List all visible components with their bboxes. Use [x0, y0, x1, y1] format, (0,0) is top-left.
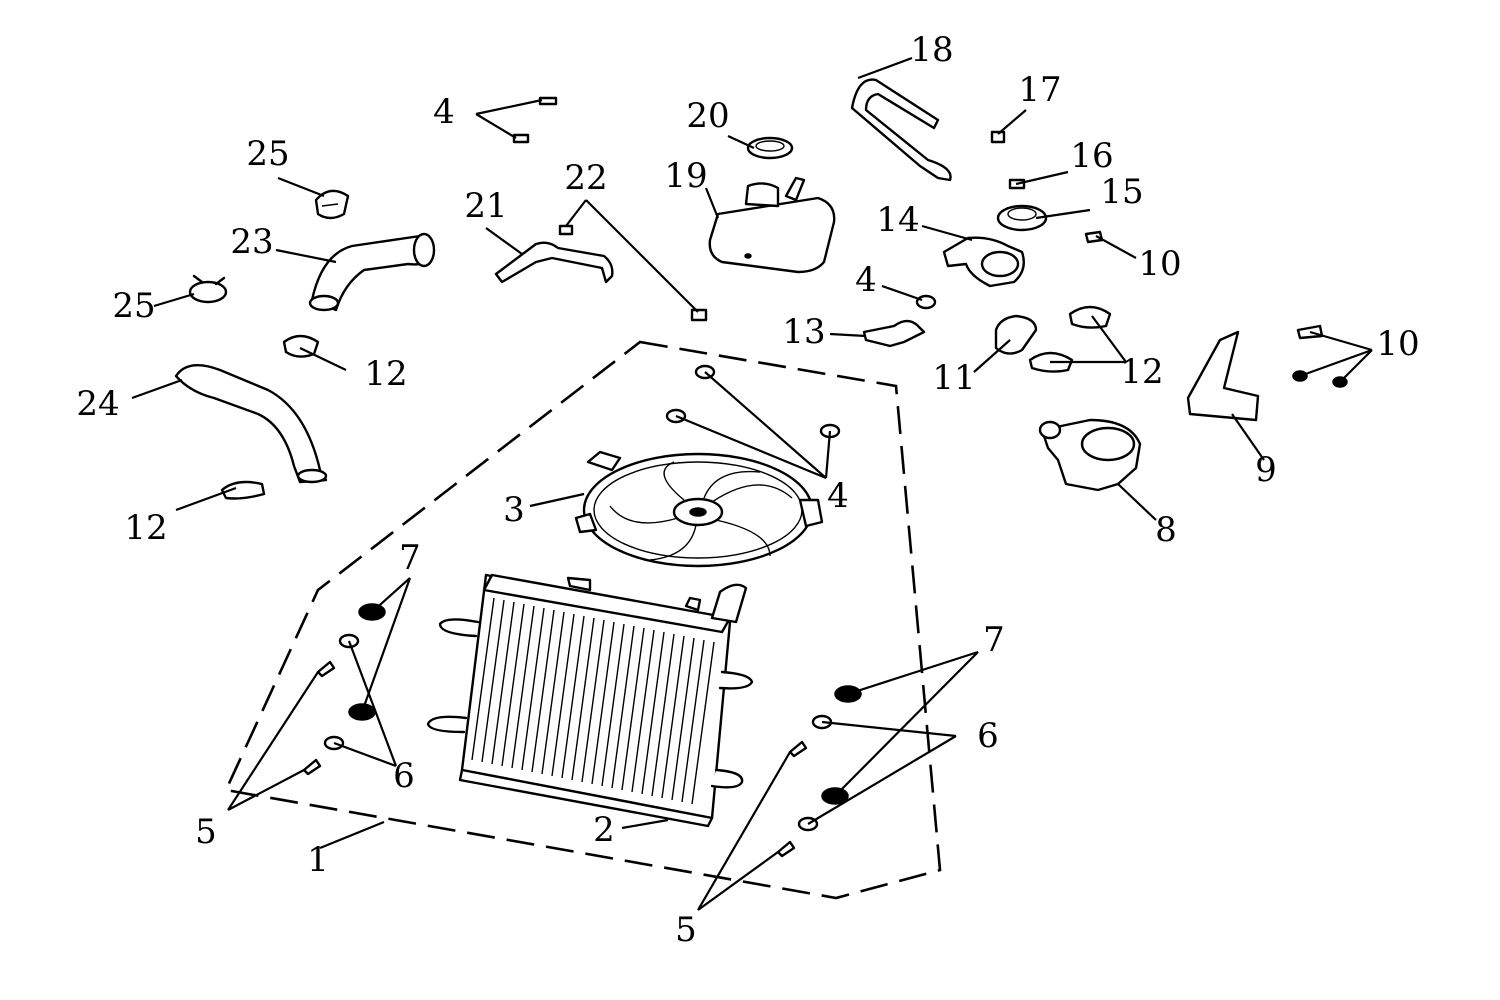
- callout-20: 20: [686, 96, 729, 136]
- overflow-pipe-18: [850, 78, 952, 182]
- callout-3: 3: [503, 490, 525, 530]
- cooling-fan-part: [574, 450, 824, 568]
- callout-15: 15: [1100, 172, 1143, 212]
- callout-10: 10: [1138, 244, 1181, 284]
- hose-clamp-25-top: [314, 189, 350, 220]
- fan-blades: [609, 461, 793, 561]
- callout-4: 4: [827, 476, 849, 516]
- bolt-5-left-bottom: [302, 758, 322, 776]
- callout-7: 7: [399, 538, 421, 578]
- nut-22-a: [558, 224, 574, 236]
- callout-23: 23: [230, 222, 273, 262]
- bolt-4-upper-b: [512, 133, 530, 144]
- callout-9: 9: [1255, 450, 1277, 490]
- bolt-4-upper-a: [538, 96, 558, 106]
- water-pump-8: [1038, 418, 1142, 492]
- hose-clamp-25-bottom: [188, 274, 228, 304]
- callout-4: 4: [855, 260, 877, 300]
- callout-7: 7: [983, 620, 1005, 660]
- bolt-5-left-top: [316, 660, 336, 678]
- cap-20: [746, 136, 794, 160]
- bolt-5-right-bottom: [776, 840, 796, 858]
- callout-6: 6: [977, 716, 999, 756]
- callout-11: 11: [932, 358, 975, 398]
- radiator-part: [426, 573, 754, 828]
- hose-24: [174, 364, 328, 484]
- callout-13: 13: [782, 312, 825, 352]
- callout-10: 10: [1376, 324, 1419, 364]
- callout-24: 24: [76, 384, 119, 424]
- nut-22-b: [690, 308, 708, 322]
- callout-16: 16: [1070, 136, 1113, 176]
- callout-25: 25: [246, 134, 289, 174]
- thermostat-housing-14: [942, 236, 1025, 288]
- callout-12: 12: [364, 354, 407, 394]
- callout-18: 18: [910, 30, 953, 70]
- hose-23: [308, 232, 436, 312]
- callout-5: 5: [195, 812, 217, 852]
- reservoir-tank-19: [708, 176, 836, 274]
- mounting-bracket-9: [1186, 330, 1260, 422]
- bracket-21: [494, 241, 614, 284]
- callout-17: 17: [1018, 70, 1061, 110]
- callout-2: 2: [593, 810, 615, 850]
- thermostat-cover-15: [996, 204, 1048, 232]
- callout-6: 6: [393, 756, 415, 796]
- callout-1: 1: [307, 840, 329, 880]
- radiator-fins: [471, 597, 715, 805]
- hose-clamp-12-b: [220, 480, 266, 500]
- callout-5: 5: [675, 910, 697, 950]
- callout-4: 4: [433, 92, 455, 132]
- callout-19: 19: [664, 156, 707, 196]
- callout-22: 22: [564, 158, 607, 198]
- washer-4-mid: [915, 294, 937, 310]
- sensor-bracket-13: [862, 319, 926, 348]
- leader-lines: [131, 56, 1373, 911]
- callout-14: 14: [876, 200, 919, 240]
- hose-clamp-12-c: [1068, 305, 1112, 329]
- callout-25: 25: [112, 286, 155, 326]
- callout-labels: 1 2 3 4 4 4 5 5 6 6 7 7 8 9 10 10 11 12 …: [76, 30, 1419, 950]
- callout-12: 12: [1120, 352, 1163, 392]
- bolt-5-right-top: [788, 740, 808, 758]
- callout-12: 12: [124, 508, 167, 548]
- assembly-boundary-dashed: [224, 340, 942, 900]
- callout-21: 21: [464, 186, 507, 226]
- callout-8: 8: [1155, 510, 1177, 550]
